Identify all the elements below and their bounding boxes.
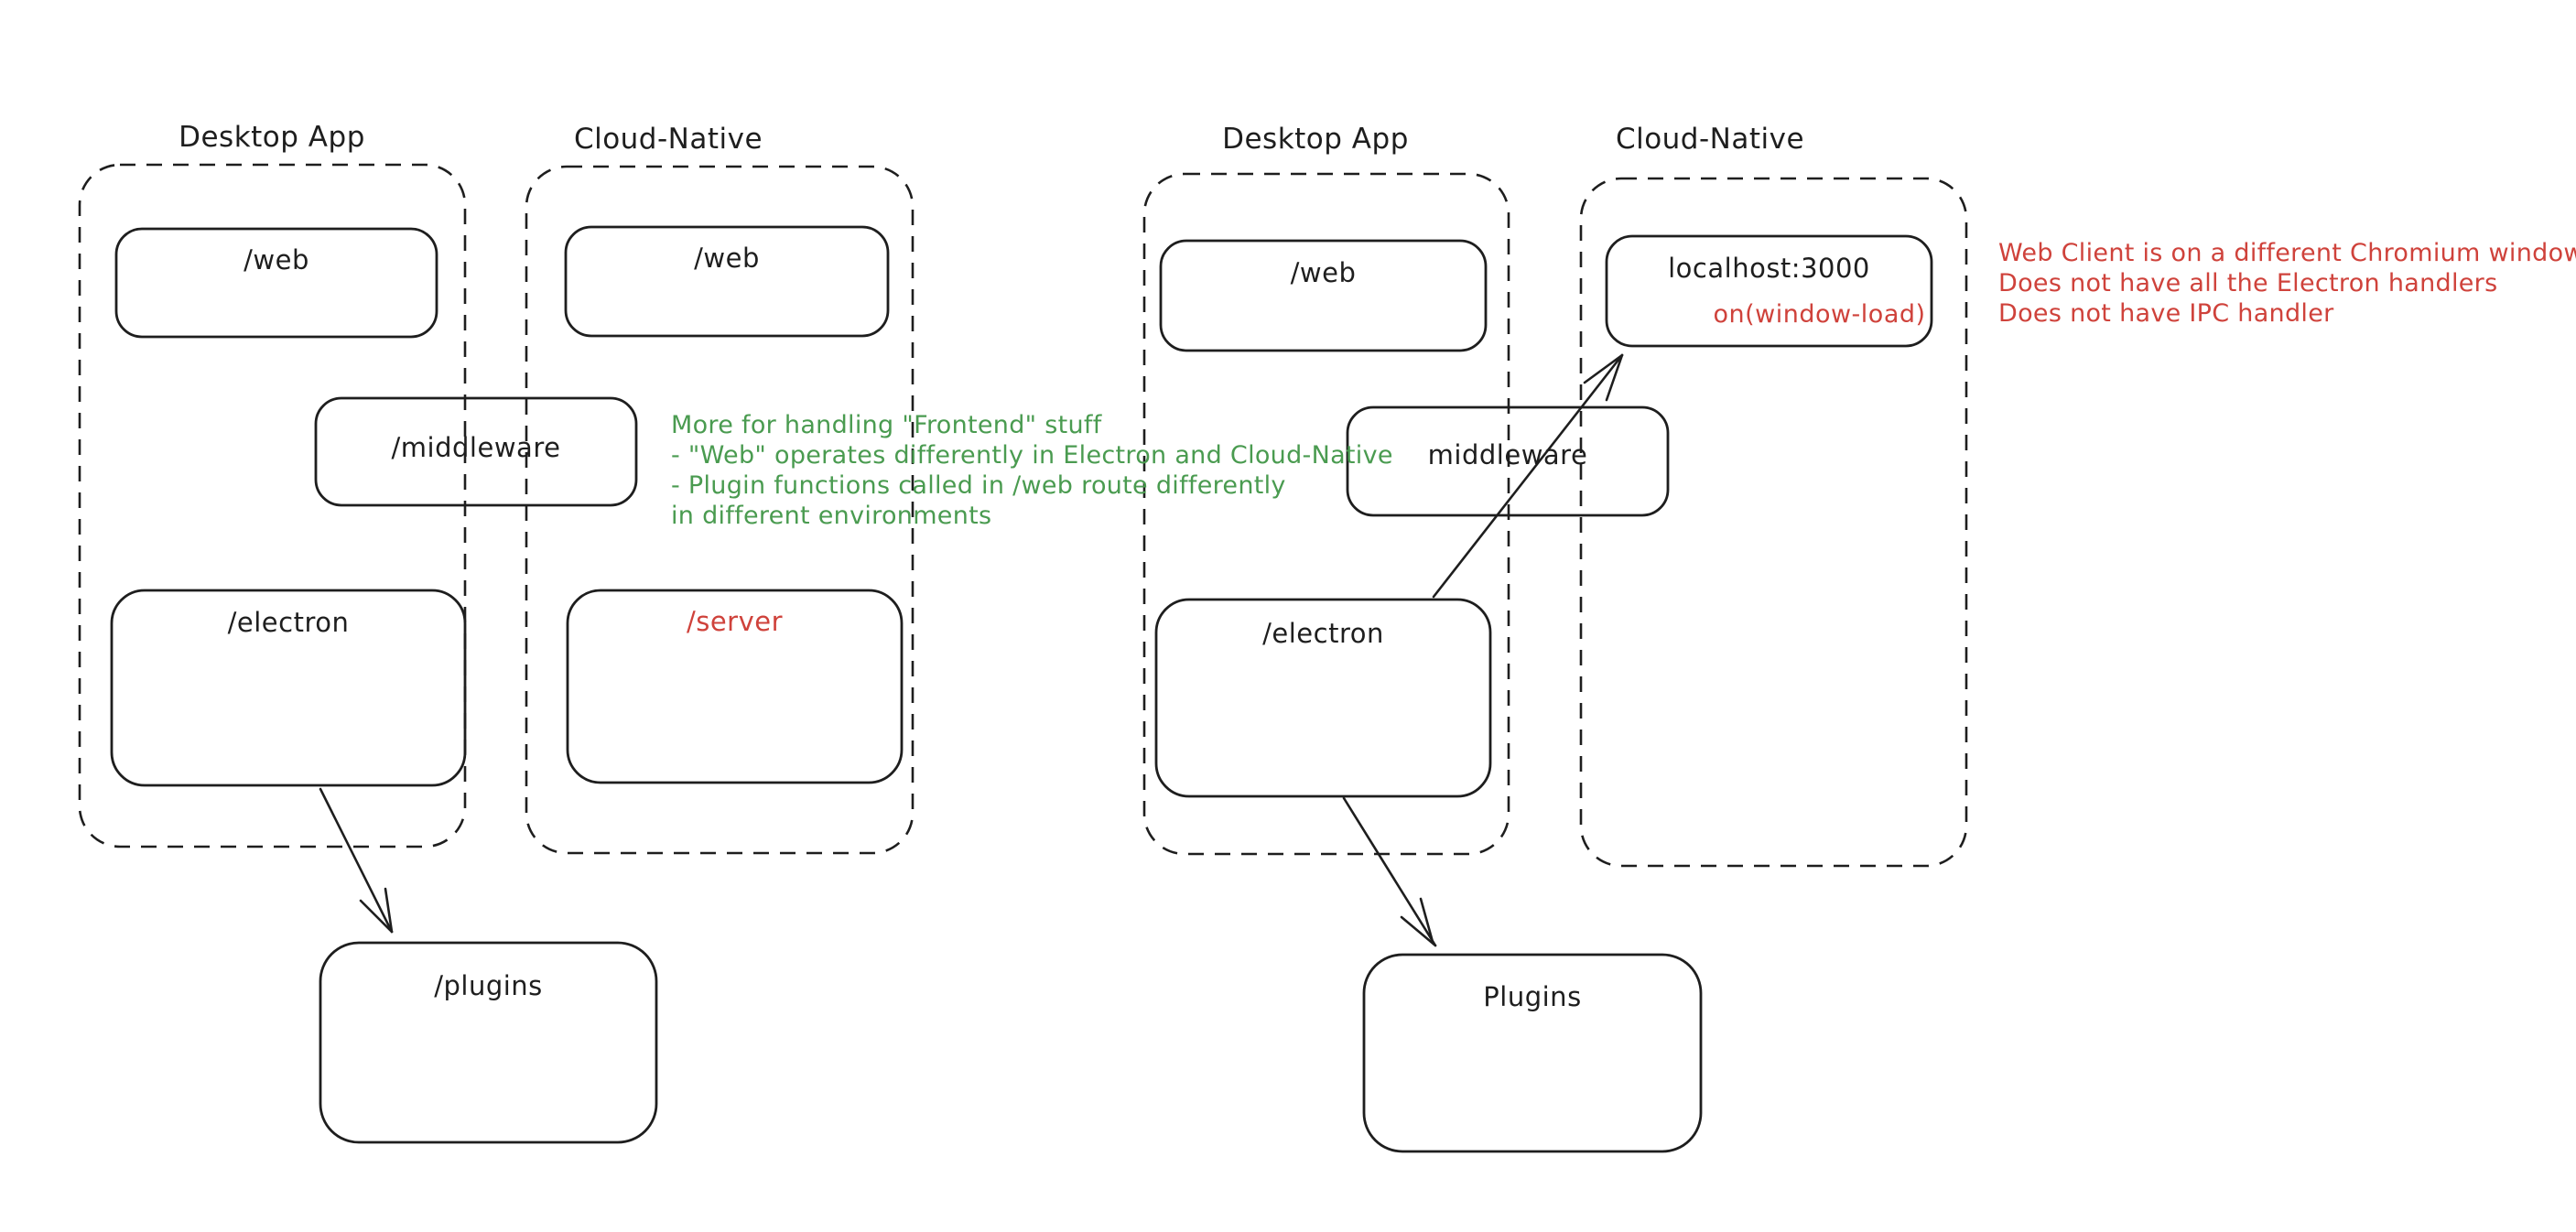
left-middleware-box-outline [314, 396, 638, 507]
red-annotation: Web Client is on a different Chromium wi… [1998, 238, 2576, 329]
right-localhost-box-outline [1605, 234, 1933, 348]
right-plugins-box-outline [1362, 953, 1703, 1153]
green-annotation-line: More for handling "Frontend" stuff [671, 411, 1102, 439]
red-annotation-line: Does not have IPC handler [1998, 299, 2334, 328]
left-cloud-container-outline [525, 165, 915, 855]
arrow-electron-to-plugins-right [1342, 796, 1437, 947]
left-cloud-group-title: Cloud-Native [573, 123, 763, 156]
right-desktop-group-title: Desktop App [1222, 123, 1409, 156]
right-localhost-label: localhost:3000 [1668, 253, 1870, 284]
left-electron-box-outline [110, 589, 467, 787]
green-annotation-line: - "Web" operates differently in Electron… [671, 441, 1393, 470]
right-electron-box-outline [1154, 598, 1492, 798]
right-window-load-label: on(window-load) [1713, 300, 1926, 329]
left-desktop-group-title: Desktop App [179, 121, 365, 154]
green-annotation-line: in different environments [671, 502, 992, 530]
left-desktop-web-label: /web [244, 244, 309, 276]
right-desktop-web-box-outline [1159, 239, 1488, 352]
left-plugins-box-outline [319, 941, 658, 1144]
green-annotation: More for handling "Frontend" stuff - "We… [671, 410, 1393, 531]
left-middleware-label: /middleware [391, 432, 561, 463]
right-middleware-box-outline [1346, 405, 1670, 517]
right-cloud-group-title: Cloud-Native [1615, 123, 1805, 156]
left-server-label: /server [686, 606, 784, 637]
left-cloud-web-label: /web [694, 243, 760, 274]
right-plugins-label: Plugins [1483, 981, 1582, 1012]
red-annotation-line: Does not have all the Electron handlers [1998, 269, 2498, 297]
left-desktop-web-box-outline [114, 227, 438, 339]
left-server-box-outline [566, 589, 904, 784]
left-plugins-label: /plugins [434, 970, 543, 1001]
right-desktop-web-label: /web [1290, 257, 1357, 288]
right-cloud-container-outline [1579, 177, 1968, 868]
green-annotation-line: - Plugin functions called in /web route … [671, 471, 1286, 500]
arrow-electron-to-localhost [1432, 353, 1624, 599]
right-middleware-label: middleware [1427, 439, 1588, 470]
left-electron-label: /electron [227, 607, 350, 638]
red-annotation-line: Web Client is on a different Chromium wi… [1998, 239, 2576, 267]
right-electron-label: /electron [1262, 618, 1384, 649]
arrow-electron-to-plugins-left [319, 787, 394, 934]
left-cloud-web-box-outline [564, 225, 890, 338]
right-desktop-container-outline [1142, 172, 1510, 856]
